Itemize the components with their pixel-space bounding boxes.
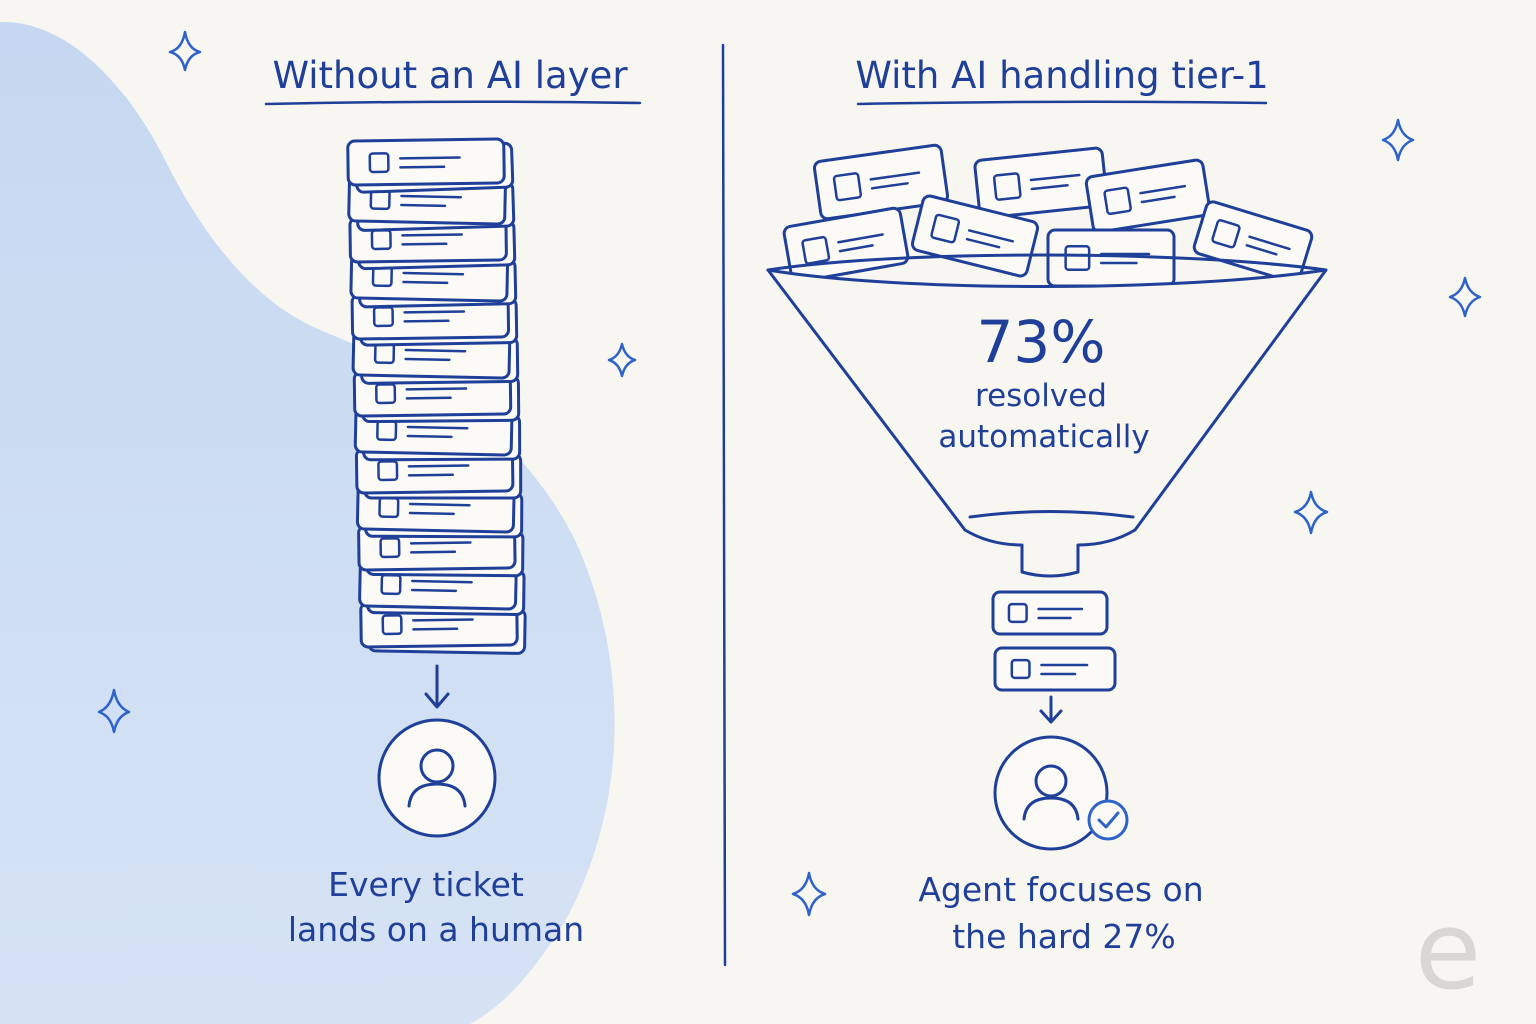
automation-stat-line2: automatically [938,419,1149,455]
incoming-ticket-card [782,206,910,284]
focused-agent-icon [993,735,1109,851]
incoming-ticket-card [1192,200,1314,284]
escalated-ticket-card [991,590,1109,636]
automation-stat-value: 73% [977,308,1106,376]
sparkle-icon [97,688,131,734]
left-caption-line2: lands on a human [288,910,584,949]
down-arrow-left [424,664,450,709]
down-arrow-right [1039,695,1063,724]
human-agent-icon [377,718,497,838]
sparkle-icon [607,342,637,378]
center-divider [721,43,727,967]
right-panel: With AI handling tier-1 73% resolved aut… [766,54,1328,956]
left-caption-line1: Every ticket [328,865,524,904]
sparkle-icon [1448,276,1482,318]
ai-funnel [766,253,1328,578]
incoming-tickets [782,143,1314,288]
left-title: Without an AI layer [272,54,628,97]
right-title: With AI handling tier-1 [855,54,1268,97]
automation-stat-line1: resolved [975,378,1107,414]
incoming-ticket-card [1084,158,1212,234]
escalated-tickets [991,590,1117,692]
escalated-ticket-card [993,646,1117,692]
left-panel: Without an AI layer Every ticket lands o… [264,54,642,949]
right-title-underline [856,100,1268,106]
ticket-stack [346,137,527,655]
sparkle-icon [791,871,827,917]
sparkle-icon [168,30,202,72]
right-caption-line2: the hard 27% [952,917,1176,956]
left-title-underline [264,100,642,106]
watermark-logo: e [1415,889,1481,1014]
ticket-card [346,137,506,187]
sparkle-icon [1381,118,1415,162]
right-caption-line1: Agent focuses on [918,870,1203,909]
sparkle-icons [97,30,1482,917]
check-badge-icon [1087,799,1129,841]
sparkle-icon [1293,490,1329,535]
incoming-ticket-card [812,143,950,221]
incoming-ticket-card [1046,228,1176,288]
